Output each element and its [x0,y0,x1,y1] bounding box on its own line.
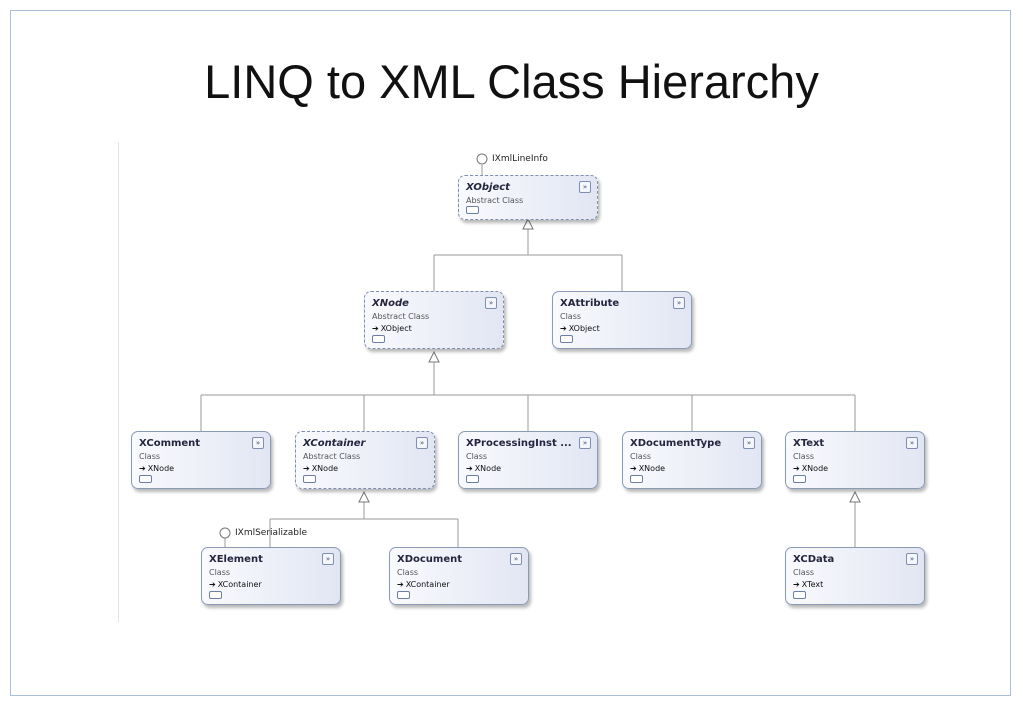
inherit-arrow-xcontainer [358,490,370,503]
base-class-ref: ➔XNode [793,464,828,473]
diagram-canvas-edge [118,142,119,622]
members-icon [466,206,479,214]
members-icon [793,591,806,599]
iface-circle-ixmlserializable [219,527,231,539]
base-class-name: XObject [380,324,412,333]
inherit-arrow-icon: ➔ [209,580,216,589]
class-box-xattribute[interactable]: XAttribute Class ➔XObject » [552,291,692,349]
collapse-toggle-icon[interactable]: » [252,437,264,449]
class-box-xdocumenttype[interactable]: XDocumentType Class ➔XNode » [622,431,762,489]
inherit-arrow-xtext [849,490,861,503]
members-icon [793,475,806,483]
members-icon [630,475,643,483]
members-icon [397,591,410,599]
class-kind: Class [793,568,815,577]
class-box-xprocessinginstruction[interactable]: XProcessingInst ... Class ➔XNode » [458,431,598,489]
collapse-toggle-icon[interactable]: » [579,437,591,449]
inherit-arrow-icon: ➔ [139,464,146,473]
inherit-arrow-icon: ➔ [560,324,567,333]
class-kind: Class [630,452,652,461]
base-class-ref: ➔XContainer [209,580,262,589]
class-name: XAttribute [560,298,620,309]
collapse-toggle-icon[interactable]: » [906,553,918,565]
base-class-name: XContainer [405,580,450,589]
inherit-arrow-icon: ➔ [303,464,310,473]
inherit-arrow-xnode [428,350,440,363]
collapse-toggle-icon[interactable]: » [510,553,522,565]
members-icon [560,335,573,343]
collapse-toggle-icon[interactable]: » [906,437,918,449]
collapse-toggle-icon[interactable]: » [485,297,497,309]
class-name: XObject [466,182,510,193]
base-class-name: XNode [474,464,502,473]
class-box-xdocument[interactable]: XDocument Class ➔XContainer » [389,547,529,605]
class-box-xtext[interactable]: XText Class ➔XNode » [785,431,925,489]
class-kind: Class [209,568,231,577]
collapse-toggle-icon[interactable]: » [322,553,334,565]
base-class-ref: ➔XContainer [397,580,450,589]
class-name: XNode [372,298,409,309]
iface-label-ixmlserializable: IXmlSerializable [235,528,308,538]
base-class-name: XText [801,580,824,589]
members-icon [466,475,479,483]
inherit-arrow-icon: ➔ [466,464,473,473]
class-box-xobject[interactable]: XObject Abstract Class » [458,175,598,220]
inherit-arrow-xobject [522,217,534,230]
base-class-ref: ➔XObject [372,324,412,333]
class-name: XContainer [303,438,366,449]
class-kind: Class [466,452,488,461]
slide-title: LINQ to XML Class Hierarchy [204,55,819,108]
class-kind: Class [397,568,419,577]
members-icon [139,475,152,483]
class-name: XText [793,438,825,449]
slide-frame [10,10,1011,696]
class-kind: Class [560,312,582,321]
class-kind: Abstract Class [372,312,430,321]
base-class-ref: ➔XNode [466,464,501,473]
inherit-arrow-icon: ➔ [630,464,637,473]
collapse-toggle-icon[interactable]: » [579,181,591,193]
base-class-name: XObject [568,324,600,333]
iface-circle-ixmllineinfo [476,153,488,165]
inherit-arrow-icon: ➔ [397,580,404,589]
base-class-ref: ➔XNode [630,464,665,473]
base-class-name: XContainer [217,580,262,589]
class-box-xcdata[interactable]: XCData Class ➔XText » [785,547,925,605]
base-class-ref: ➔XNode [139,464,174,473]
class-name: XElement [209,554,263,565]
base-class-name: XNode [801,464,829,473]
members-icon [372,335,385,343]
class-kind: Abstract Class [303,452,361,461]
class-name: XDocumentType [630,438,722,449]
inherit-arrow-icon: ➔ [793,580,800,589]
base-class-ref: ➔XObject [560,324,600,333]
class-name: XProcessingInst ... [466,438,572,449]
base-class-ref: ➔XText [793,580,823,589]
base-class-name: XNode [311,464,339,473]
inherit-arrow-icon: ➔ [793,464,800,473]
collapse-toggle-icon[interactable]: » [416,437,428,449]
class-name: XCData [793,554,835,565]
class-kind: Class [793,452,815,461]
class-box-xnode[interactable]: XNode Abstract Class ➔XObject » [364,291,504,349]
class-kind: Abstract Class [466,196,524,205]
members-icon [303,475,316,483]
collapse-toggle-icon[interactable]: » [673,297,685,309]
base-class-name: XNode [147,464,175,473]
class-box-xelement[interactable]: XElement Class ➔XContainer » [201,547,341,605]
base-class-name: XNode [638,464,666,473]
inherit-arrow-icon: ➔ [372,324,379,333]
class-box-xcontainer[interactable]: XContainer Abstract Class ➔XNode » [295,431,435,489]
class-name: XDocument [397,554,463,565]
class-box-xcomment[interactable]: XComment Class ➔XNode » [131,431,271,489]
base-class-ref: ➔XNode [303,464,338,473]
members-icon [209,591,222,599]
class-name: XComment [139,438,201,449]
class-kind: Class [139,452,161,461]
collapse-toggle-icon[interactable]: » [743,437,755,449]
iface-label-ixmllineinfo: IXmlLineInfo [492,154,548,164]
